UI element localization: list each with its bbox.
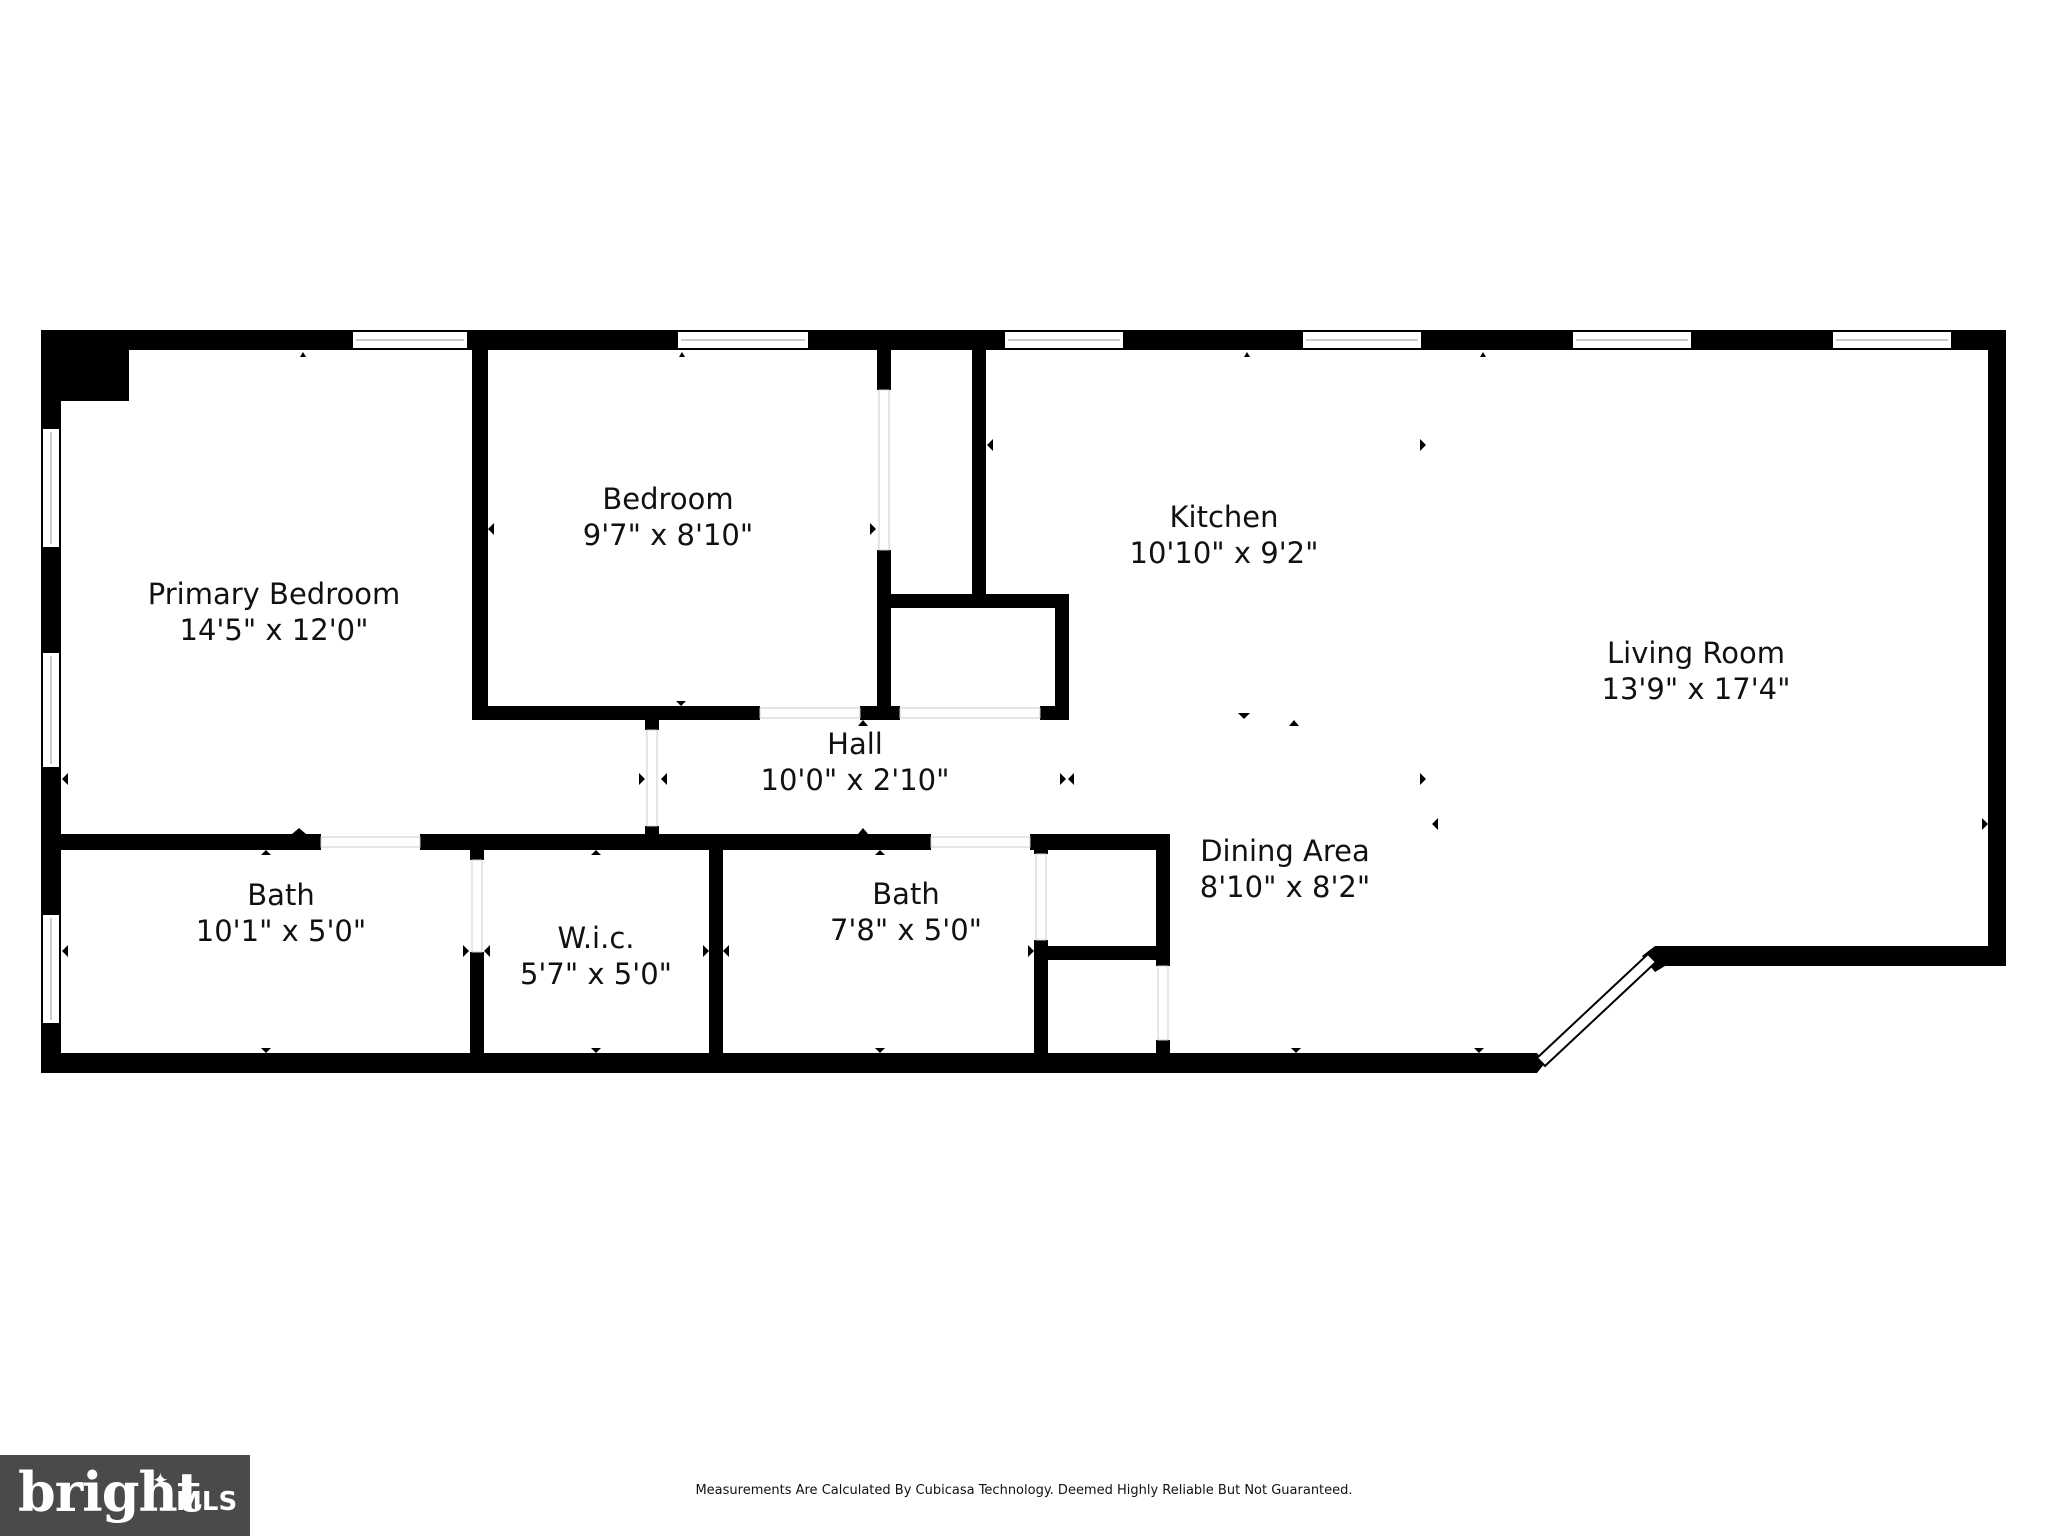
room-dim-primary-bedroom: 14'5" x 12'0" [180,613,369,647]
walls [41,330,2006,1073]
room-name-bath-1: Bath [247,878,314,912]
window-angled [1535,952,1658,1068]
room-dim-bedroom: 9'7" x 8'10" [583,518,753,552]
room-name-kitchen: Kitchen [1170,500,1279,534]
wall-closet-right [972,330,986,600]
room-dim-bath-2: 7'8" x 5'0" [830,913,982,947]
wall-utility-right [1156,834,1170,966]
wall-living-bottom [1655,946,2006,966]
room-name-dining-area: Dining Area [1200,834,1370,868]
wall-bedroom-bottom-a [472,706,760,720]
wall-utility-right-b [1156,1040,1170,1073]
logo-star-icon: ✦ [152,1468,169,1492]
wall-bottom [41,1053,1537,1073]
room-dim-dining-area: 8'10" x 8'2" [1200,870,1370,904]
room-dim-living-room: 13'9" x 17'4" [1602,672,1791,706]
wall-right [1988,330,2006,966]
door-openings [320,389,1169,1041]
room-name-bedroom: Bedroom [602,482,733,516]
room-labels: Primary Bedroom 14'5" x 12'0" Bedroom 9'… [148,482,1791,991]
room-dim-kitchen: 10'10" x 9'2" [1130,536,1319,570]
wall-closet-side [1055,594,1069,720]
room-dim-wic: 5'7" x 5'0" [520,957,672,991]
room-dim-bath-1: 10'1" x 5'0" [196,914,366,948]
wall-wic-bath [709,834,723,1073]
room-name-hall: Hall [827,727,883,761]
measurement-markers [62,352,1988,1053]
wall-bath2-right-a [1034,834,1048,854]
wall-utility-mid [1034,946,1170,960]
wall-mid-c [1030,834,1170,850]
room-name-bath-2: Bath [872,877,939,911]
room-dim-hall: 10'0" x 2'10" [761,763,950,797]
bright-mls-logo: bright ✦ MLS [0,1455,250,1536]
wall-bath-wic-b [470,952,484,1073]
wall-bedroom-right-b [877,550,891,720]
wall-bedroom-right-a [877,330,891,390]
disclaimer-footer: Measurements Are Calculated By Cubicasa … [695,1483,1353,1498]
wall-hall-stub-b [645,826,659,838]
wall-mid-b [420,834,931,850]
logo-brand-text: bright [18,1460,202,1524]
windows [41,330,1953,1068]
chimney-block [41,330,129,401]
wall-bath-wic-a [470,834,484,860]
wall-bath2-right-b [1034,940,1048,1073]
wall-closet-top [877,594,1069,608]
wall-closet-bottom [1040,706,1069,720]
room-name-primary-bedroom: Primary Bedroom [148,577,400,611]
wall-hall-stub [645,720,659,730]
room-name-living-room: Living Room [1607,636,1785,670]
wall-bedroom-left [472,330,488,720]
room-name-wic: W.i.c. [557,921,634,955]
wall-mid-a [41,834,321,850]
logo-suffix-text: MLS [176,1487,238,1517]
